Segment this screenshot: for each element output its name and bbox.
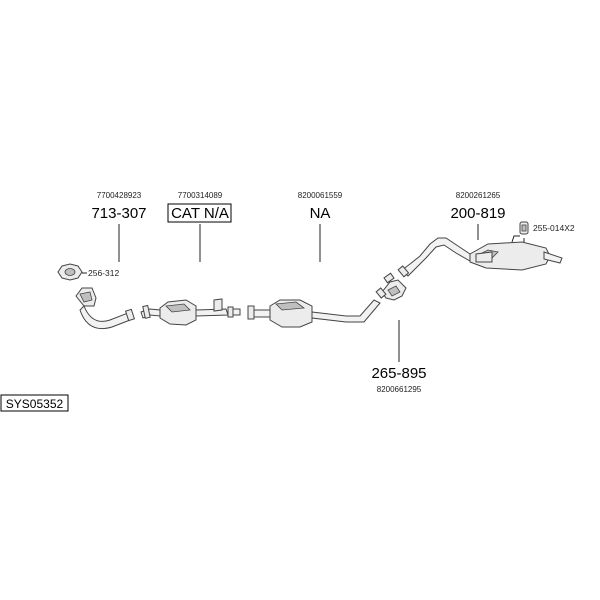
part-code-gasket[interactable]: 256-312 (88, 268, 119, 278)
middle-silencer-part[interactable] (247, 299, 381, 328)
catalyst-part[interactable] (140, 298, 241, 326)
rear-silencer-part[interactable] (397, 235, 563, 278)
part-ref-cat: 7700314089 (178, 191, 223, 200)
part-code-200-819[interactable]: 200-819 (450, 205, 505, 222)
flange-part[interactable] (375, 272, 407, 301)
part-ref-200-819: 8200261265 (456, 191, 501, 200)
part-ref-713-307: 7700428923 (97, 191, 142, 200)
part-code-265-895[interactable]: 265-895 (371, 365, 426, 382)
part-ref-265-895: 8200661295 (377, 385, 422, 394)
cat-label-box (167, 203, 232, 223)
part-code-cat[interactable]: CAT N/A (171, 205, 229, 222)
diagram-id: SYS05352 (6, 397, 64, 411)
diagram-id-box (0, 394, 69, 412)
front-pipe-part[interactable] (75, 287, 136, 330)
part-code-713-307[interactable]: 713-307 (91, 205, 146, 222)
part-code-clamp[interactable]: 255-014X2 (533, 223, 575, 233)
clamp-part[interactable] (519, 221, 529, 235)
part-code-na[interactable]: NA (310, 205, 331, 222)
gasket-part[interactable] (57, 263, 83, 281)
part-ref-na: 8200061559 (298, 191, 343, 200)
